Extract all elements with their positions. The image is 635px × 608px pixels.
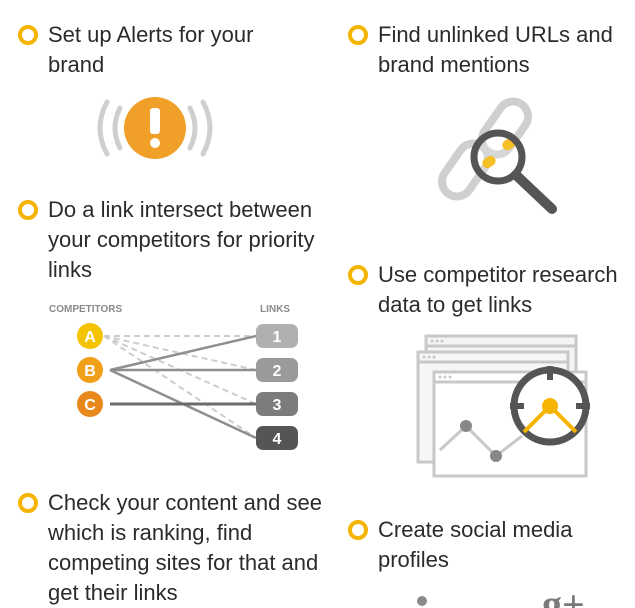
competitor-b: B [77, 357, 103, 383]
broken-link-magnifier-icon [437, 97, 557, 214]
bullet-icon [348, 265, 368, 285]
item-link-intersect-text: Do a link intersect between your competi… [48, 197, 315, 282]
link-2: 2 [256, 358, 298, 382]
google-plus-icon: g+ [542, 582, 585, 608]
bullet-icon [348, 520, 368, 540]
item-unlinked-urls-text: Find unlinked URLs and brand mentions [378, 22, 613, 77]
item-alerts-text: Set up Alerts for your brand [48, 22, 254, 77]
svg-text:B: B [84, 363, 96, 380]
social-icons-row: g+ [417, 582, 585, 608]
bullet-icon [18, 200, 38, 220]
competitors-label: COMPETITORS [49, 304, 122, 315]
svg-text:3: 3 [273, 397, 282, 414]
competitor-a: A [77, 323, 103, 349]
link-4: 4 [256, 426, 298, 450]
svg-text:C: C [84, 397, 96, 414]
link-intersect-diagram: COMPETITORS LINKS A B C 1 2 3 4 [49, 304, 298, 450]
bullet-icon [18, 25, 38, 45]
link-1: 1 [256, 324, 298, 348]
alert-exclamation-icon [97, 97, 213, 159]
bullet-icon [348, 25, 368, 45]
item-social-media-text: Create social media profiles [378, 517, 573, 572]
bullet-icon [18, 493, 38, 513]
svg-text:A: A [84, 329, 96, 346]
browser-target-chart-icon [416, 334, 590, 478]
item-competitor-research-text: Use competitor research data to get link… [378, 262, 618, 317]
social-dot-icon [417, 596, 427, 606]
svg-text:4: 4 [273, 431, 282, 448]
svg-text:2: 2 [273, 363, 282, 380]
links-label: LINKS [260, 304, 290, 315]
item-check-content-text: Check your content and see which is rank… [48, 490, 322, 605]
competitor-c: C [77, 391, 103, 417]
link-3: 3 [256, 392, 298, 416]
svg-text:1: 1 [273, 329, 282, 346]
